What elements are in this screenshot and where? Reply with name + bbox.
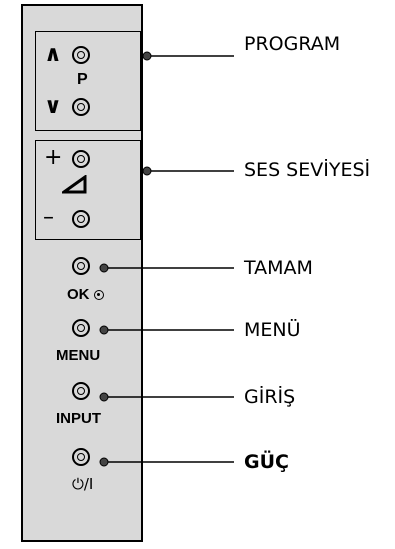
leader-dot-ok: [99, 263, 109, 273]
program-down-button[interactable]: [72, 98, 90, 116]
volume-down-button[interactable]: [72, 210, 90, 228]
program-group: ∧ P ∨: [35, 31, 141, 131]
leader-dot-menu: [99, 325, 109, 335]
callout-volume: SES SEVİYESİ: [244, 159, 371, 181]
program-down-arrow-icon: ∨: [44, 94, 62, 119]
input-button[interactable]: [72, 382, 90, 400]
volume-group: + –: [35, 140, 141, 240]
control-panel: ∧ P ∨ + – OK MENU INPUT ⏻/I: [21, 4, 143, 542]
power-button[interactable]: [72, 448, 90, 466]
ok-label: OK: [67, 286, 90, 303]
callout-ok: TAMAM: [244, 257, 313, 279]
menu-button[interactable]: [72, 319, 90, 337]
callout-program: PROGRAM: [244, 33, 341, 55]
program-up-arrow-icon: ∧: [44, 42, 62, 67]
callout-input: GİRİŞ: [244, 386, 296, 408]
volume-ramp-icon: [62, 175, 87, 194]
callout-menu: MENÜ: [244, 319, 301, 341]
volume-minus-icon: –: [43, 205, 54, 230]
callout-power: GÜÇ: [244, 451, 289, 473]
leader-dot-volume: [142, 166, 152, 176]
input-label: INPUT: [56, 410, 101, 427]
leader-dot-power: [99, 457, 109, 467]
leader-dot-input: [99, 392, 109, 402]
program-up-button[interactable]: [72, 46, 90, 64]
menu-label: MENU: [56, 347, 101, 364]
leader-dot-program: [142, 51, 152, 61]
volume-up-button[interactable]: [72, 150, 90, 168]
power-icon: ⏻/I: [72, 475, 94, 493]
ok-button[interactable]: [72, 257, 90, 275]
program-label: P: [77, 71, 88, 88]
ok-dot-icon: [94, 290, 104, 300]
volume-plus-icon: +: [44, 145, 63, 170]
